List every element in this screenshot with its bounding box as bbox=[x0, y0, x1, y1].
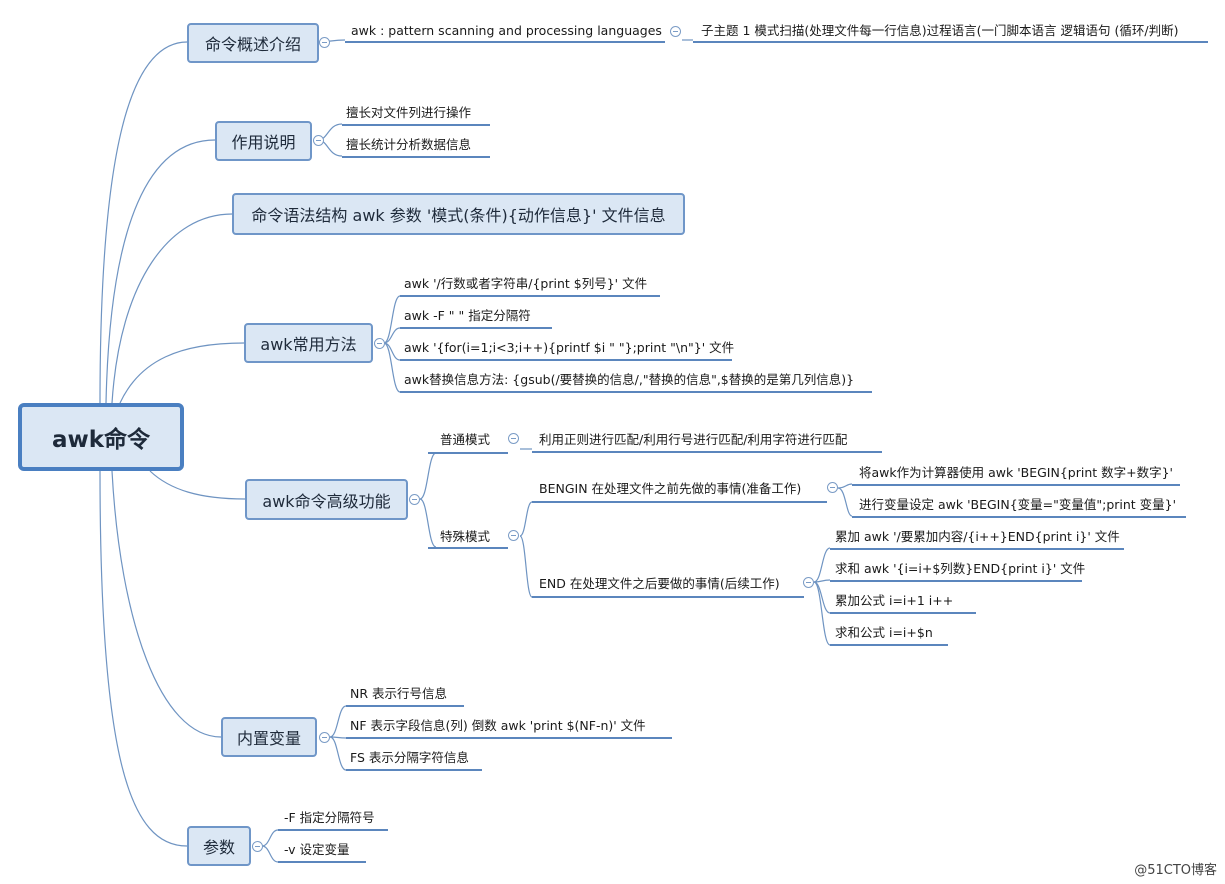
underline bbox=[400, 327, 552, 329]
method-item-1[interactable]: awk '/行数或者字符串/{print $列号}' 文件 bbox=[404, 276, 648, 291]
underline bbox=[346, 737, 672, 739]
underline bbox=[342, 124, 490, 126]
underline bbox=[428, 547, 508, 549]
usage-item-1[interactable]: 擅长对文件列进行操作 bbox=[346, 105, 472, 120]
collapse-begin-icon[interactable] bbox=[827, 482, 838, 493]
collapse-builtins-icon[interactable] bbox=[319, 732, 330, 743]
end-item-2[interactable]: 求和 awk '{i=i+$列数}END{print i}' 文件 bbox=[835, 561, 1086, 576]
underline bbox=[693, 41, 1208, 43]
underline bbox=[852, 516, 1186, 518]
underline bbox=[830, 612, 976, 614]
method-item-2[interactable]: awk -F " " 指定分隔符 bbox=[404, 308, 531, 323]
underline bbox=[278, 829, 388, 831]
builtin-item-3[interactable]: FS 表示分隔字符信息 bbox=[350, 750, 469, 765]
underline bbox=[830, 644, 948, 646]
underline bbox=[346, 769, 482, 771]
begin-label[interactable]: BENGIN 在处理文件之前先做的事情(准备工作) bbox=[539, 481, 802, 496]
topic-params[interactable]: 参数 bbox=[187, 826, 251, 866]
normal-mode-label[interactable]: 普通模式 bbox=[440, 432, 491, 447]
topic-overview[interactable]: 命令概述介绍 bbox=[187, 23, 319, 63]
topic-syntax[interactable]: 命令语法结构 awk 参数 '模式(条件){动作信息}' 文件信息 bbox=[232, 193, 685, 235]
collapse-methods-icon[interactable] bbox=[374, 338, 385, 349]
underline bbox=[532, 501, 827, 503]
topic-methods[interactable]: awk常用方法 bbox=[244, 323, 373, 363]
underline bbox=[346, 705, 464, 707]
underline bbox=[400, 359, 732, 361]
underline bbox=[428, 452, 508, 454]
topic-advanced[interactable]: awk命令高级功能 bbox=[245, 479, 408, 520]
collapse-overview-desc-icon[interactable] bbox=[670, 26, 681, 37]
underline bbox=[400, 295, 660, 297]
usage-item-2[interactable]: 擅长统计分析数据信息 bbox=[346, 137, 472, 152]
underline bbox=[532, 451, 882, 453]
underline bbox=[830, 548, 1124, 550]
builtin-item-1[interactable]: NR 表示行号信息 bbox=[350, 686, 448, 701]
root-node[interactable]: awk命令 bbox=[18, 403, 184, 471]
collapse-special-icon[interactable] bbox=[508, 530, 519, 541]
underline bbox=[532, 596, 804, 598]
collapse-advanced-icon[interactable] bbox=[409, 494, 420, 505]
begin-item-2[interactable]: 进行变量设定 awk 'BEGIN{变量="变量值";print 变量}' bbox=[859, 497, 1177, 512]
underline bbox=[852, 484, 1180, 486]
end-label[interactable]: END 在处理文件之后要做的事情(后续工作) bbox=[539, 576, 780, 591]
method-item-4[interactable]: awk替换信息方法: {gsub(/要替换的信息/,"替换的信息",$替换的是第… bbox=[404, 372, 855, 387]
collapse-normal-icon[interactable] bbox=[508, 433, 519, 444]
collapse-params-icon[interactable] bbox=[252, 841, 263, 852]
underline bbox=[830, 580, 1082, 582]
builtin-item-2[interactable]: NF 表示字段信息(列) 倒数 awk 'print $(NF-n)' 文件 bbox=[350, 718, 646, 733]
param-item-1[interactable]: -F 指定分隔符号 bbox=[284, 810, 375, 825]
method-item-3[interactable]: awk '{for(i=1;i<3;i++){printf $i " "};pr… bbox=[404, 340, 735, 355]
begin-item-1[interactable]: 将awk作为计算器使用 awk 'BEGIN{print 数字+数字}' bbox=[859, 465, 1173, 480]
topic-builtins[interactable]: 内置变量 bbox=[221, 717, 317, 757]
underline bbox=[345, 41, 665, 43]
overview-description[interactable]: awk : pattern scanning and processing la… bbox=[351, 23, 662, 38]
underline bbox=[278, 861, 366, 863]
param-item-2[interactable]: -v 设定变量 bbox=[284, 842, 350, 857]
underline bbox=[400, 391, 872, 393]
topic-usage[interactable]: 作用说明 bbox=[215, 121, 312, 161]
normal-mode-desc[interactable]: 利用正则进行匹配/利用行号进行匹配/利用字符进行匹配 bbox=[539, 432, 848, 447]
end-item-3[interactable]: 累加公式 i=i+1 i++ bbox=[835, 593, 954, 608]
collapse-end-icon[interactable] bbox=[803, 577, 814, 588]
overview-subtopic[interactable]: 子主题 1 模式扫描(处理文件每一行信息)过程语言(一门脚本语言 逻辑语句 (循… bbox=[701, 23, 1179, 38]
end-item-1[interactable]: 累加 awk '/要累加内容/{i++}END{print i}' 文件 bbox=[835, 529, 1120, 544]
end-item-4[interactable]: 求和公式 i=i+$n bbox=[835, 625, 933, 640]
underline bbox=[342, 156, 490, 158]
watermark: @51CTO博客 bbox=[1134, 863, 1217, 878]
collapse-overview-icon[interactable] bbox=[319, 37, 330, 48]
special-mode-label[interactable]: 特殊模式 bbox=[440, 529, 491, 544]
collapse-usage-icon[interactable] bbox=[313, 135, 324, 146]
